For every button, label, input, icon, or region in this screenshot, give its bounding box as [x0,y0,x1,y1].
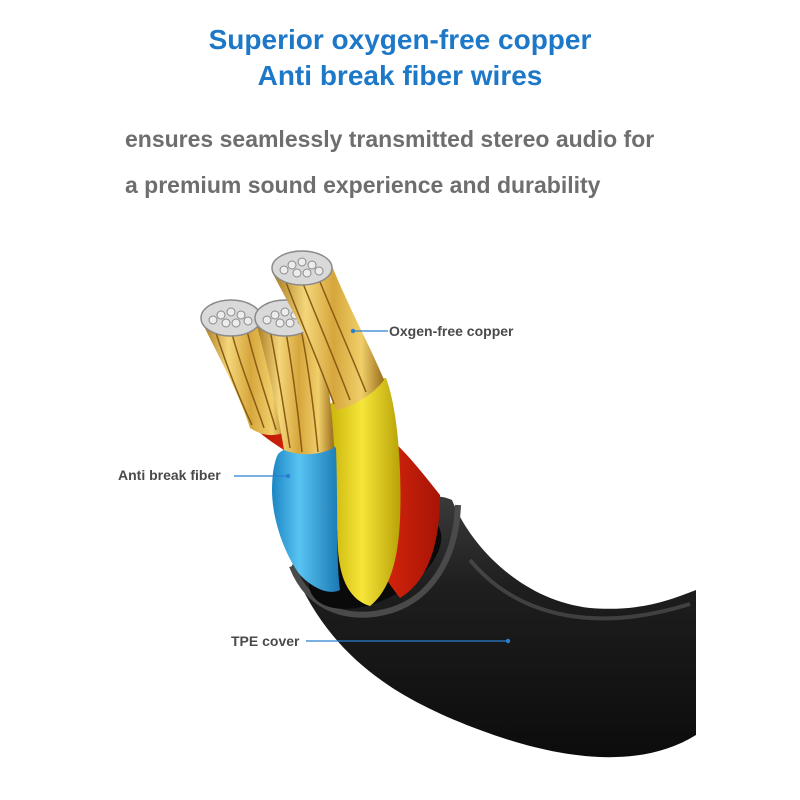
callout-label-fiber: Anti break fiber [118,467,221,483]
blue-wire [272,439,340,592]
description-line-2: a premium sound experience and durabilit… [125,172,601,198]
copper-bundle-back [271,250,384,410]
callout-line-copper [350,328,388,334]
callout-line-fiber [234,473,291,479]
callout-label-copper: Oxgen-free copper [389,323,514,339]
heading-line-1: Superior oxygen-free copper [208,24,592,55]
callout-line-tpe [306,638,511,644]
tpe-jacket-highlight [468,558,691,621]
description-line-1: ensures seamlessly transmitted stereo au… [125,126,655,152]
tpe-jacket-rim [289,504,461,618]
copper-bundle-left [200,299,290,436]
heading-line-2: Anti break fiber wires [257,60,543,91]
yellow-wire [330,378,401,606]
callout-label-tpe: TPE cover [231,633,300,649]
